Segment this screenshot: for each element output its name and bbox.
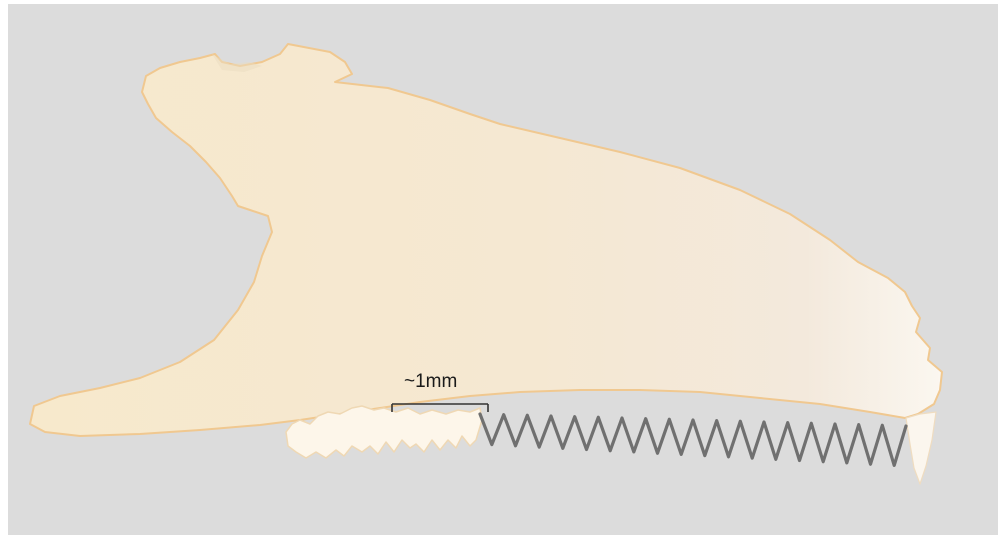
scale-bar-label: ~1mm [404,371,457,392]
